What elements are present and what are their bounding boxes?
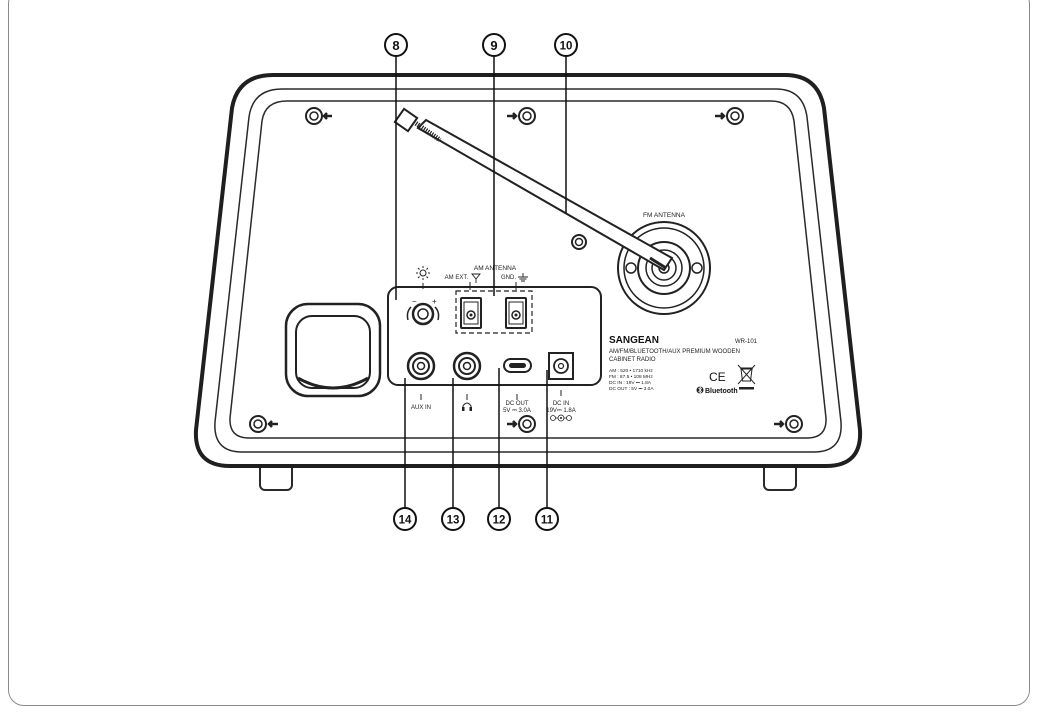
svg-text:12: 12 xyxy=(493,515,506,527)
aux-in-label: AUX IN xyxy=(411,405,431,411)
page-frame xyxy=(8,0,1030,706)
svg-text:14: 14 xyxy=(399,515,412,527)
bluetooth-wordmark: Bluetooth xyxy=(705,388,738,395)
screw-bottom-center xyxy=(507,415,536,433)
screw-bottom-left xyxy=(249,415,278,433)
dc-in-label: DC IN xyxy=(553,401,569,407)
svg-text:10: 10 xyxy=(560,41,573,53)
spec-line-4: DC OUT : 5V ⎓ 3.0A xyxy=(609,386,654,392)
callout-13: 13 xyxy=(441,507,465,531)
sun-icon xyxy=(416,266,430,280)
screw-top-right xyxy=(715,107,744,125)
gnd-label: GND. xyxy=(501,275,516,281)
crossed-bin-icon xyxy=(737,364,756,390)
headphone-icon xyxy=(462,402,472,411)
callout-8: 8 xyxy=(384,33,408,57)
fm-telescopic-antenna[interactable] xyxy=(393,107,674,272)
callout-leaders xyxy=(395,56,567,508)
screw-bottom-right xyxy=(774,415,803,433)
callout-11: 11 xyxy=(535,507,559,531)
gnd-terminal[interactable] xyxy=(505,297,527,329)
ground-icon xyxy=(518,273,528,282)
screw-top-center xyxy=(507,107,536,125)
cabinet-inner-trim xyxy=(214,88,842,453)
svg-text:−: − xyxy=(412,297,417,306)
brand-logo: SANGEAN xyxy=(609,335,659,346)
dc-out-label: DC OUT xyxy=(506,401,529,407)
svg-text:8: 8 xyxy=(392,38,399,53)
dimmer-switch[interactable]: − + xyxy=(406,297,440,326)
am-terminal-group xyxy=(455,290,533,334)
callout-12: 12 xyxy=(487,507,511,531)
svg-text:11: 11 xyxy=(541,515,554,527)
spec-line-1: AM : 520 • 1710 kHz xyxy=(609,368,653,374)
am-ext-label: AM EXT. xyxy=(445,275,469,281)
svg-text:9: 9 xyxy=(490,38,497,53)
screw-antenna-mount xyxy=(571,234,587,250)
back-panel xyxy=(229,100,827,439)
screw-top-left xyxy=(305,107,332,125)
fm-antenna-label: FM ANTENNA xyxy=(643,212,686,219)
headphone-jack[interactable] xyxy=(452,351,482,381)
am-antenna-label: AM ANTENNA xyxy=(474,265,517,272)
model-number: WR-101 xyxy=(735,339,758,345)
dc-out-rating: 5V ⎓ 3.0A xyxy=(503,408,531,414)
am-ext-terminal[interactable] xyxy=(460,297,482,329)
callout-14: 14 xyxy=(393,507,417,531)
aux-in-jack[interactable] xyxy=(406,351,436,381)
spec-line-3: DC IN : 19V ⎓ 1.8A xyxy=(609,380,652,386)
svg-text:13: 13 xyxy=(447,515,460,527)
product-line-2: CABINET RADIO xyxy=(609,357,656,363)
dc-in-rating: 19V⎓ 1.8A xyxy=(546,408,575,414)
antenna-icon xyxy=(471,273,481,283)
callout-9: 9 xyxy=(482,33,506,57)
ce-mark: CE xyxy=(709,370,726,384)
product-line-1: AM/FM/BLUETOOTH/AUX PREMIUM WOODEN xyxy=(609,349,740,355)
callout-10: 10 xyxy=(554,33,578,57)
svg-text:+: + xyxy=(432,297,437,306)
polarity-icon xyxy=(550,414,572,422)
bass-port-inner xyxy=(295,315,371,389)
spec-line-2: FM : 87.5 • 108 MHz xyxy=(609,374,653,380)
dc-out-usb-port[interactable] xyxy=(503,358,532,373)
bluetooth-icon xyxy=(696,386,704,394)
dc-in-jack[interactable] xyxy=(548,352,574,380)
